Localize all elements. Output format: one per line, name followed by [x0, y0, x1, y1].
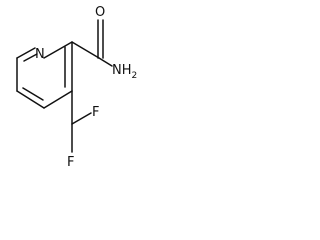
bond-c4-c5-inner: [22, 87, 44, 101]
ring-nitrogen-label: N: [35, 47, 45, 62]
bond-carbonyl-n: [98, 57, 113, 67]
fluorine-lower-label: F: [67, 155, 74, 170]
bond-c3-c4: [43, 90, 73, 109]
carboxamide-group: [71, 19, 113, 67]
bond-c6-n1: [16, 47, 36, 59]
amide-oxygen-label: O: [95, 5, 105, 20]
bond-n1-c2: [43, 41, 73, 59]
amide-nh-label: NH: [112, 63, 132, 78]
bond-c4-c5: [16, 90, 45, 109]
amide-nitrogen-label: NH2: [112, 63, 137, 81]
amide-subscript-2: 2: [132, 71, 138, 81]
bond-chf2-f-upper: [71, 112, 92, 125]
bond-c6-n1-inner: [23, 53, 38, 62]
fluorine-upper-label: F: [92, 105, 99, 120]
difluoromethyl-group: [71, 90, 92, 153]
structure-diagram: N O NH2 F F: [16, 5, 137, 170]
pyridine-ring: [16, 41, 73, 109]
bond-c2-carbonyl: [71, 41, 100, 59]
